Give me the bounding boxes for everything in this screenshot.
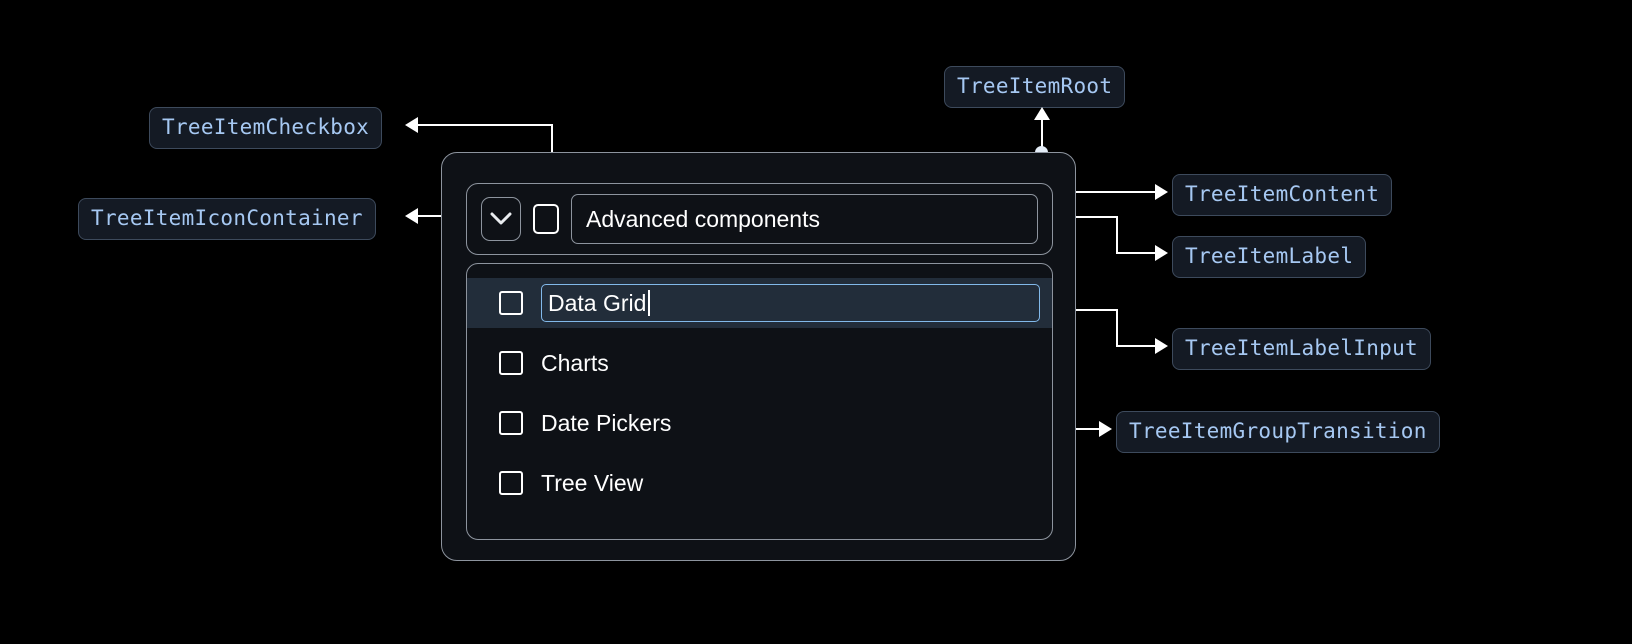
- tree-item-label-charts: Charts: [541, 349, 609, 376]
- treeitem-label-input-value: Data Grid: [548, 289, 647, 316]
- annotation-treeitemgrouptransition: TreeItemGroupTransition: [1116, 411, 1440, 453]
- treeitem-root[interactable]: Advanced components Data Grid Charts Dat…: [441, 152, 1076, 561]
- annotation-treeitemlabelinput: TreeItemLabelInput: [1172, 328, 1431, 370]
- connector-root-arrowhead: [1034, 107, 1050, 120]
- treeitem-label[interactable]: Advanced components: [571, 194, 1038, 244]
- connector-labelinput-horizontal-bottom: [1116, 345, 1157, 347]
- connector-checkbox-horizontal: [418, 124, 553, 126]
- treeitem-label-input[interactable]: Data Grid: [541, 284, 1040, 322]
- text-caret: [648, 290, 650, 316]
- connector-grouptransition-arrowhead: [1099, 421, 1112, 437]
- annotation-treeitemcontent: TreeItemContent: [1172, 174, 1393, 216]
- annotation-treeitemiconcontainer: TreeItemIconContainer: [78, 198, 376, 240]
- connector-content-arrowhead: [1155, 184, 1168, 200]
- tree-item-label-tree-view: Tree View: [541, 469, 644, 496]
- connector-labelinput-arrowhead: [1155, 338, 1168, 354]
- connector-label-horizontal-top: [1047, 216, 1118, 218]
- tree-item-row-charts[interactable]: Charts: [467, 338, 1052, 388]
- tree-item-checkbox-tree-view[interactable]: [499, 471, 523, 495]
- tree-item-checkbox-charts[interactable]: [499, 351, 523, 375]
- connector-content-horizontal: [1053, 191, 1157, 193]
- connector-label-vertical: [1116, 216, 1118, 253]
- treeitem-group-transition: Data Grid Charts Date Pickers Tree View: [466, 263, 1053, 540]
- chevron-down-icon: [490, 212, 512, 225]
- tree-item-row-date-pickers[interactable]: Date Pickers: [467, 398, 1052, 448]
- connector-iconcontainer-arrowhead: [405, 208, 418, 224]
- annotation-treeitemlabel: TreeItemLabel: [1172, 236, 1367, 278]
- tree-item-row-tree-view[interactable]: Tree View: [467, 458, 1052, 508]
- tree-item-row-data-grid[interactable]: Data Grid: [467, 278, 1052, 328]
- treeitem-checkbox[interactable]: [533, 204, 559, 234]
- connector-grouptransition-horizontal: [1053, 428, 1101, 430]
- connector-label-arrowhead: [1155, 245, 1168, 261]
- connector-labelinput-horizontal-top: [1041, 309, 1118, 311]
- connector-label-horizontal-bottom: [1116, 252, 1157, 254]
- treeitem-label-text: Advanced components: [586, 205, 820, 232]
- treeitem-content[interactable]: Advanced components: [466, 183, 1053, 255]
- tree-item-checkbox-data-grid[interactable]: [499, 291, 523, 315]
- treeitem-icon-container[interactable]: [481, 197, 521, 241]
- connector-checkbox-arrowhead: [405, 117, 418, 133]
- tree-item-label-date-pickers: Date Pickers: [541, 409, 672, 436]
- annotation-treeitemcheckbox: TreeItemCheckbox: [149, 107, 383, 149]
- connector-root-vertical: [1041, 118, 1043, 155]
- tree-item-checkbox-date-pickers[interactable]: [499, 411, 523, 435]
- annotation-treeitemroot: TreeItemRoot: [944, 66, 1126, 108]
- connector-labelinput-vertical: [1116, 309, 1118, 346]
